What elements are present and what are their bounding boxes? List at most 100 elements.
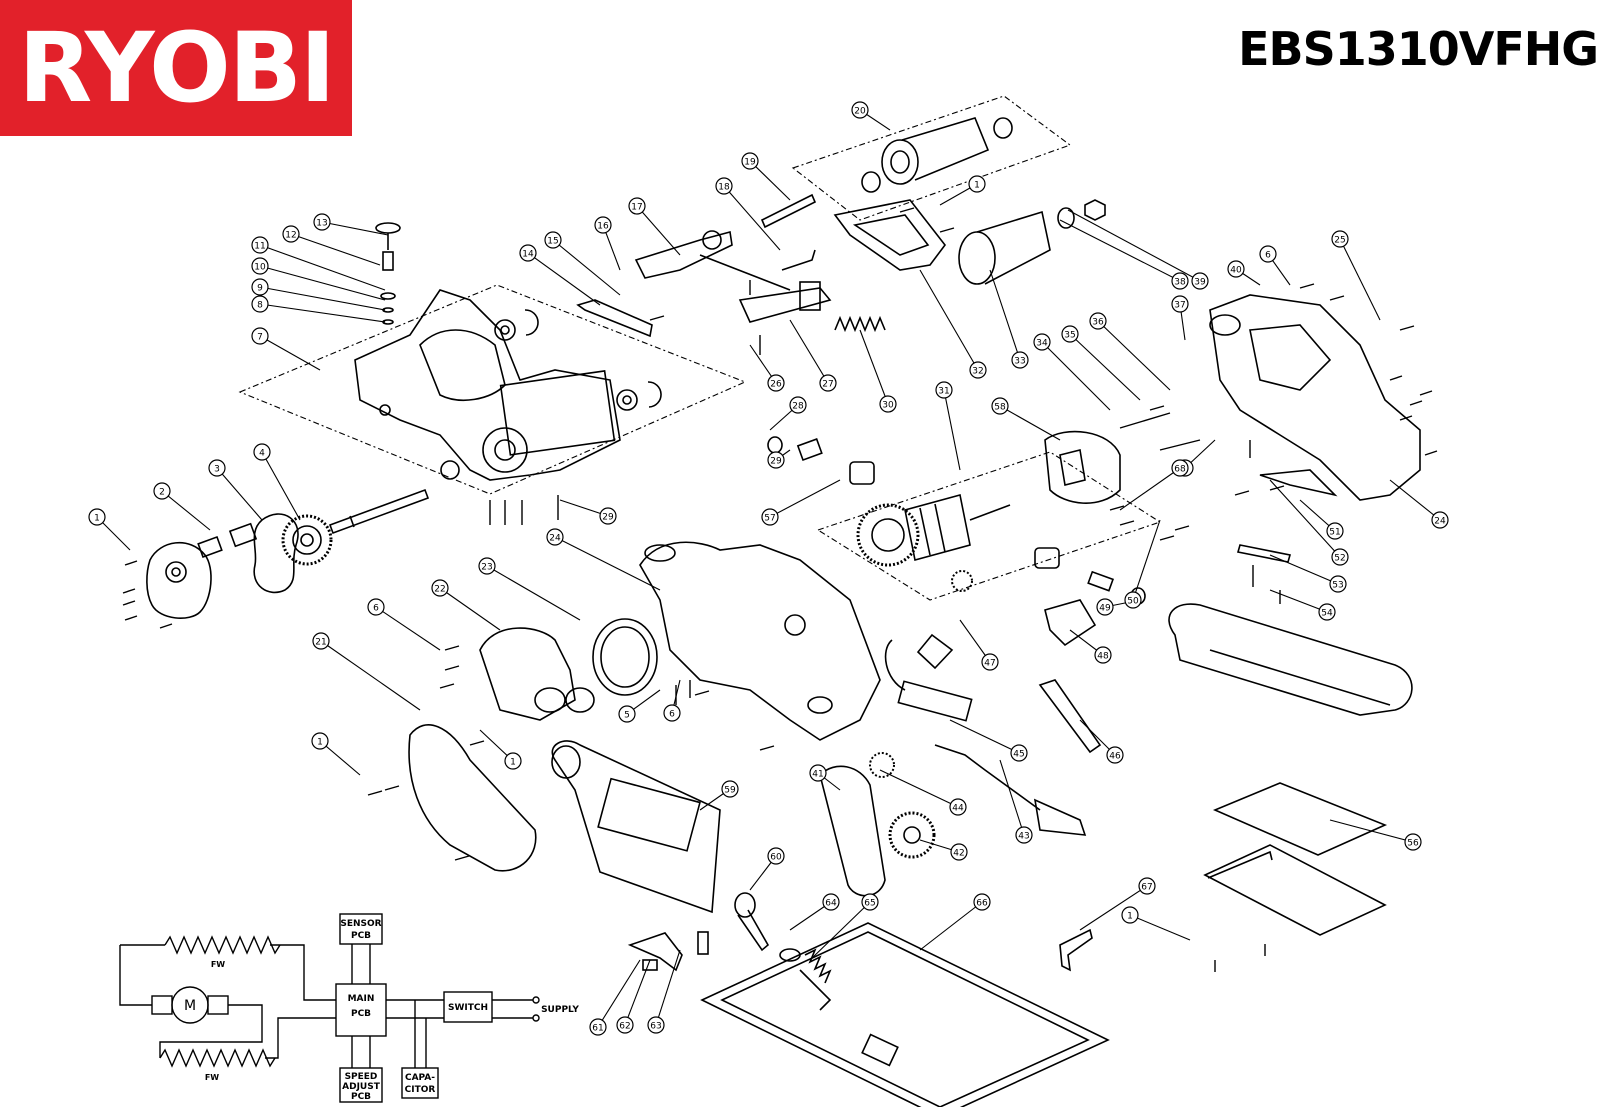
callout-bubble	[253, 443, 271, 461]
callout-bubble	[1171, 459, 1189, 477]
callout-7: 7	[251, 327, 321, 371]
callout-bubble	[311, 732, 329, 750]
callout-bubble	[1011, 351, 1029, 369]
callout-leader	[879, 769, 959, 808]
speed-pcb-label-2: ADJUST	[342, 1082, 381, 1092]
callout-bubble	[767, 374, 785, 392]
callout-number: 6	[669, 710, 675, 720]
callout-38: 38	[1059, 219, 1189, 290]
bearings-and-rings	[494, 309, 662, 411]
callout-bubble	[431, 579, 449, 597]
callout-leader	[1269, 589, 1328, 613]
callout-bubble	[767, 847, 785, 865]
tension-spring	[834, 315, 886, 333]
capacitor-label-1: CAPA-	[405, 1073, 435, 1083]
callout-number: 8	[257, 301, 263, 311]
callout-bubble	[618, 705, 636, 723]
callout-bubble	[544, 231, 562, 249]
callout-leader	[919, 901, 983, 951]
callout-bubble	[282, 225, 300, 243]
switch-label: SWITCH	[448, 1003, 488, 1013]
callout-number: 10	[254, 263, 266, 273]
callout-number: 14	[522, 250, 534, 260]
callout-bubble	[1124, 591, 1142, 609]
callout-bubble	[599, 507, 617, 525]
callout-leader	[261, 451, 301, 521]
callout-leader	[321, 221, 389, 236]
callout-leader	[859, 329, 889, 405]
callout-leader	[949, 719, 1020, 754]
callout-leader	[259, 244, 386, 291]
callout-leader	[375, 606, 441, 651]
callout-number: 1	[510, 758, 516, 768]
schematic-labels: SENSOR PCB MAIN PCB SPEED ADJUST PCB CAP…	[184, 919, 579, 1102]
callout-number: 1	[317, 738, 323, 748]
callout-number: 48	[1097, 652, 1109, 662]
callout-leader	[527, 252, 601, 306]
speed-pcb-label-3: PCB	[351, 1092, 371, 1102]
callout-number: 23	[481, 563, 492, 573]
callout-bubble	[1318, 603, 1336, 621]
callout-24: 24	[1389, 479, 1449, 529]
callout-number: 1	[1127, 912, 1133, 922]
callout-number: 54	[1321, 609, 1333, 619]
callout-bubble	[1106, 746, 1124, 764]
callout-27: 27	[789, 319, 837, 392]
callout-layer: 1111123455666789101112131415161718192021…	[88, 101, 1449, 1036]
ryobi-logo: RYOBI	[0, 0, 352, 136]
callout-9: 9	[251, 278, 386, 311]
callout-bubble	[251, 295, 269, 313]
armature-group-box	[816, 451, 1162, 601]
callout-66: 66	[919, 893, 991, 951]
callout-number: 65	[864, 899, 875, 909]
callout-leader	[636, 205, 681, 256]
callout-number: 31	[938, 387, 949, 397]
callout-bubble	[879, 395, 897, 413]
callout-17: 17	[628, 197, 681, 256]
callout-number: 21	[315, 638, 326, 648]
callout-leader	[161, 490, 211, 531]
callout-number: 56	[1407, 839, 1419, 849]
pinion-bearing	[197, 522, 258, 559]
callout-leader	[723, 185, 781, 251]
callout-6: 6	[367, 598, 441, 651]
callout-4: 4	[253, 443, 301, 521]
callout-leader	[769, 479, 841, 518]
armature	[856, 494, 1011, 567]
motor-housing-group-box	[238, 284, 747, 495]
sensor-pcb-label-1: SENSOR	[340, 919, 381, 929]
callout-62: 62	[616, 959, 651, 1034]
callout-bubble	[1061, 325, 1079, 343]
callout-bubble	[991, 397, 1009, 415]
capacitor-label-2: CITOR	[405, 1085, 436, 1095]
callout-number: 61	[592, 1024, 603, 1034]
callout-20: 20	[851, 101, 891, 131]
callout-number: 1	[94, 514, 100, 524]
callout-bubble	[1191, 272, 1209, 290]
callout-number: 46	[1109, 752, 1121, 762]
callout-44: 44	[879, 769, 967, 816]
callout-number: 18	[718, 183, 730, 193]
callout-61: 61	[589, 959, 641, 1036]
callout-number: 29	[602, 513, 614, 523]
callout-leader	[216, 467, 263, 521]
callout-number: 15	[547, 237, 558, 247]
callout-number: 16	[597, 222, 609, 232]
callout-number: 67	[1141, 883, 1152, 893]
callout-16: 16	[594, 216, 621, 271]
callout-1: 1	[939, 175, 986, 206]
callout-bubble	[1259, 245, 1277, 263]
callout-leader	[1119, 467, 1181, 511]
callout-leader	[959, 619, 991, 663]
callout-number: 47	[984, 659, 995, 669]
callout-number: 29	[770, 457, 782, 467]
callout-bubble	[767, 451, 785, 469]
pulley-gear	[869, 570, 973, 859]
callout-bubble	[1010, 744, 1028, 762]
belt-cover	[408, 724, 537, 872]
gear-cover-plate	[146, 541, 212, 619]
callout-34: 34	[1033, 333, 1111, 411]
callout-number: 5	[624, 711, 630, 721]
brush-holders	[767, 436, 1146, 605]
hook-bracket	[1059, 928, 1093, 972]
